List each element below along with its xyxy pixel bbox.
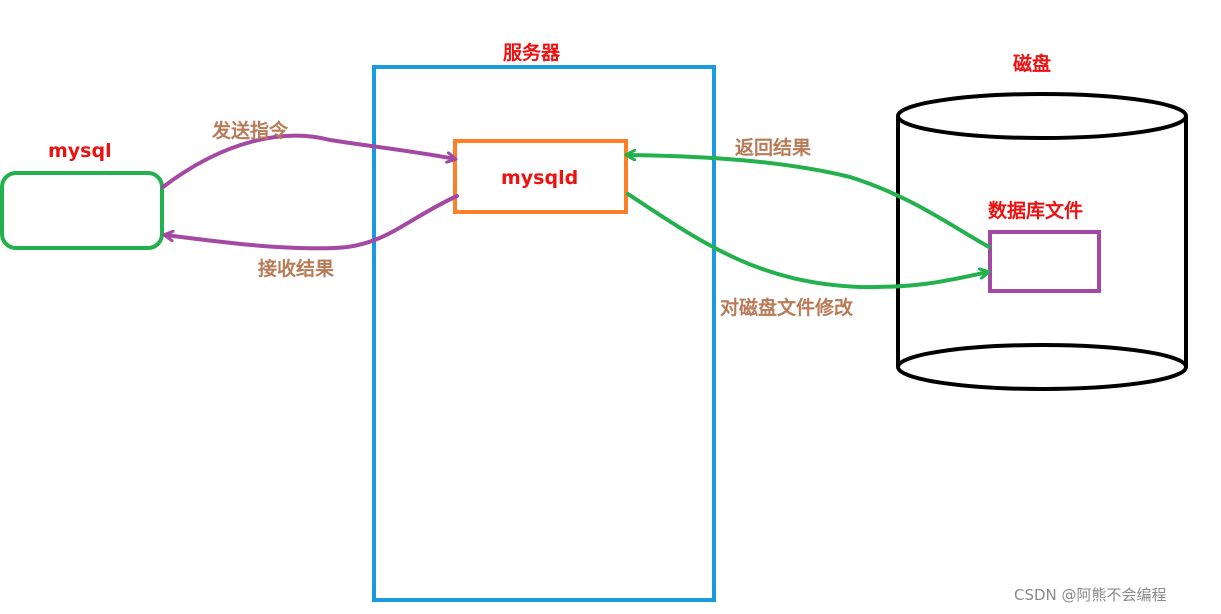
modify-disk-file-arrow: [626, 192, 988, 290]
server-label: 服务器: [503, 41, 561, 64]
modify-disk-file-label: 对磁盘文件修改: [720, 296, 854, 319]
send-command-label: 发送指令: [211, 119, 289, 142]
mysql-client-label: mysql: [48, 140, 112, 162]
disk-cylinder: [896, 92, 1188, 391]
send-command-arrow: [161, 133, 455, 189]
server-box: [372, 65, 716, 602]
mysqld-label: mysqld: [501, 167, 578, 189]
database-file-label: 数据库文件: [988, 199, 1083, 222]
mysql-client-box: [0, 171, 164, 250]
database-file-box: [988, 230, 1101, 293]
return-result-arrow: [627, 155, 991, 249]
receive-result-arrow: [165, 194, 459, 251]
watermark: CSDN @阿熊不会编程: [1014, 586, 1167, 604]
receive-result-label: 接收结果: [258, 257, 334, 280]
disk-label: 磁盘: [1013, 52, 1051, 75]
mysqld-box: [453, 139, 628, 214]
return-result-label: 返回结果: [735, 136, 811, 159]
